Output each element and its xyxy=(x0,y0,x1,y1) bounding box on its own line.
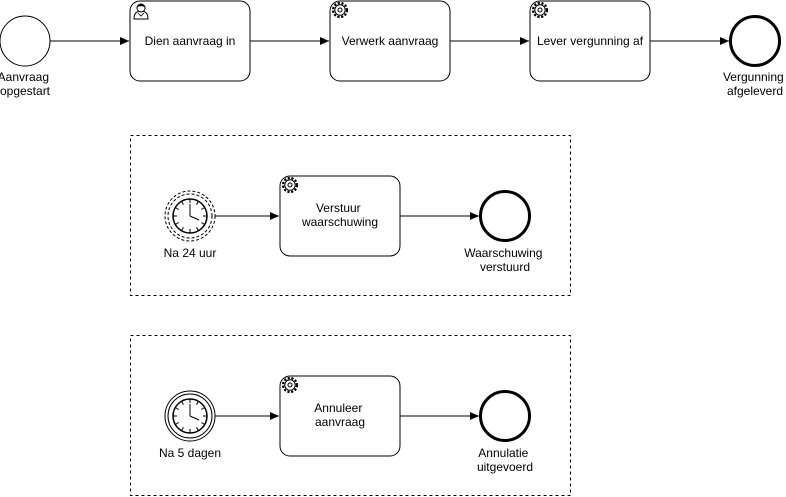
warning-end-label: Waarschuwing verstuurd xyxy=(464,246,546,274)
gear-icon xyxy=(531,1,549,19)
timer-5-dagen-label: Na 5 dagen xyxy=(159,446,221,460)
service-task-1-label: Verwerk aanvraag xyxy=(342,34,439,48)
service-task-2-label: Lever vergunning af xyxy=(537,34,644,48)
end-event[interactable] xyxy=(729,15,781,67)
start-event-label: Aanvraag opgestart xyxy=(0,70,52,98)
cancel-end-label: Annulatie uitgevoerd xyxy=(477,446,533,474)
end-event-label: Vergunning afgeleverd xyxy=(723,70,786,98)
user-icon xyxy=(133,3,149,20)
end-event-waarschuwing[interactable] xyxy=(479,190,531,242)
gear-icon xyxy=(281,176,299,194)
user-task-label: Dien aanvraag in xyxy=(145,34,236,48)
clock-icon xyxy=(172,398,208,434)
timer-24-label: Na 24 uur xyxy=(164,246,217,260)
service-task-lever-vergunning-af[interactable] xyxy=(529,0,651,82)
cancel-task-label: Annuleer aanvraag xyxy=(314,401,365,429)
service-task-annuleer-aanvraag[interactable] xyxy=(279,375,401,457)
clock-icon xyxy=(172,198,208,234)
gear-icon xyxy=(331,1,349,19)
service-task-verstuur-waarschuwing[interactable] xyxy=(279,175,401,257)
gear-icon xyxy=(281,376,299,394)
user-task-dien-aanvraag-in[interactable] xyxy=(129,0,251,82)
end-event-annulatie[interactable] xyxy=(479,390,531,442)
service-task-verwerk-aanvraag[interactable] xyxy=(329,0,451,82)
start-event[interactable] xyxy=(0,15,51,67)
warning-task-label: Verstuur waarschuwing xyxy=(301,201,378,229)
